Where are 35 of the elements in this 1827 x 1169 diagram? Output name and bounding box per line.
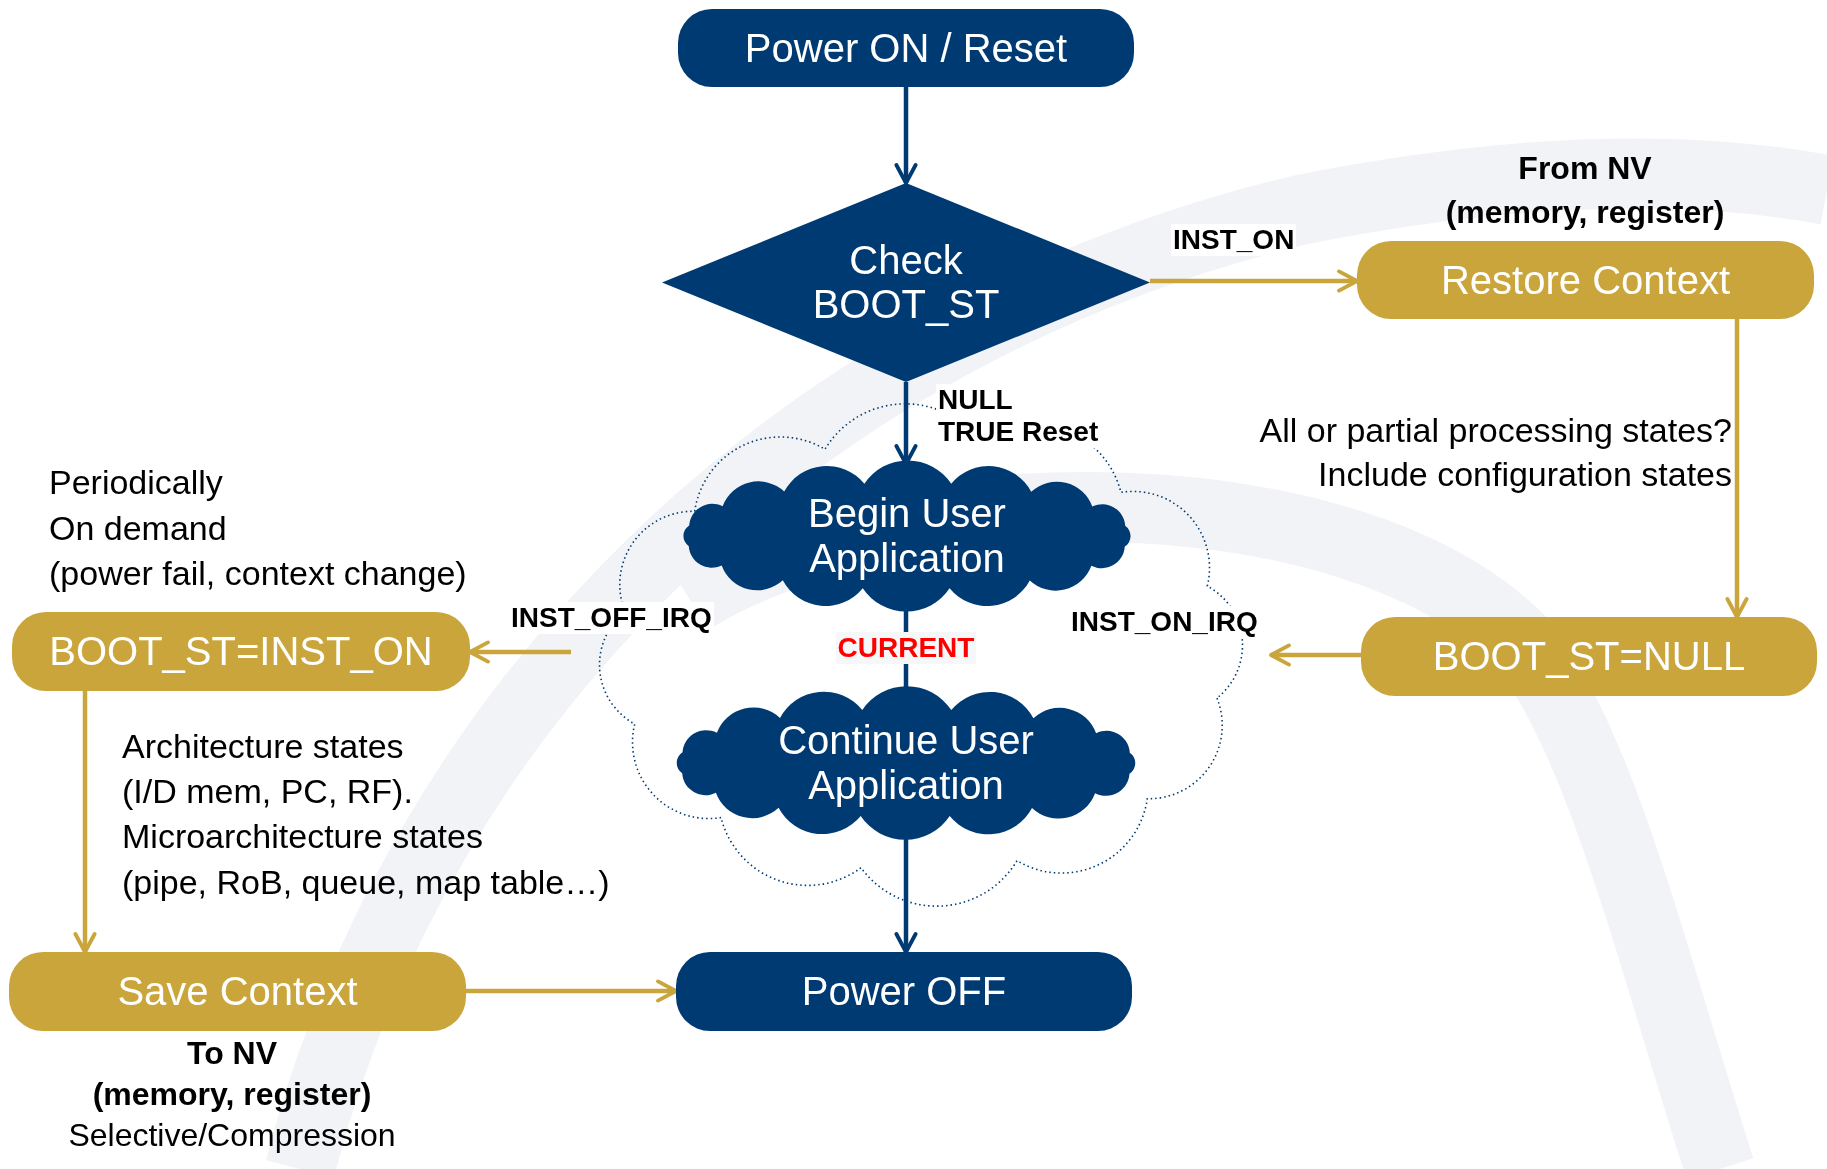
annotation-text: Include configuration states: [1318, 454, 1732, 495]
edge-label: INST_ON: [1171, 224, 1297, 257]
annotation-text: On demand: [49, 508, 227, 549]
terminal-box: Power OFF: [676, 952, 1132, 1031]
arrow: [1725, 319, 1749, 619]
terminal-box: Power ON / Reset: [678, 9, 1134, 87]
edge-label: INST_OFF_IRQ: [509, 602, 714, 635]
edge-label: CURRENT: [835, 632, 977, 665]
annotation-text: (memory, register): [1445, 193, 1725, 232]
annotation-text: All or partial processing states?: [1259, 410, 1732, 451]
process-box: Save Context: [9, 952, 466, 1031]
arrow: [466, 979, 678, 1003]
annotation-text: (I/D mem, PC, RF).: [122, 771, 413, 812]
node-label: Begin User Application: [807, 491, 1007, 581]
arrow: [894, 87, 918, 185]
process-box: BOOT_ST=NULL: [1361, 617, 1817, 696]
annotation-text: Architecture states: [122, 726, 404, 767]
edge-label: NULL TRUE Reset: [936, 384, 1101, 449]
process-box: BOOT_ST=INST_ON: [12, 612, 470, 691]
annotation-text: Selective/Compression: [68, 1116, 396, 1155]
annotation-text: To NV: [186, 1034, 278, 1073]
edge-label: INST_ON_IRQ: [1069, 606, 1260, 639]
node-label: Continue User Application: [777, 718, 1035, 808]
arrow: [1269, 643, 1361, 667]
annotation-text: Microarchitecture states: [122, 816, 483, 857]
arrow: [468, 640, 571, 664]
annotation-text: (pipe, RoB, queue, map table…): [122, 862, 610, 903]
arrow: [73, 691, 97, 954]
annotation-text: (power fail, context change): [49, 553, 467, 594]
annotation-text: Periodically: [49, 462, 223, 503]
annotation-text: From NV: [1518, 149, 1652, 188]
process-box: Restore Context: [1357, 241, 1814, 319]
arrow: [1150, 269, 1359, 293]
annotation-text: (memory, register): [92, 1075, 372, 1114]
node-label: Check BOOT_ST: [811, 237, 1001, 328]
